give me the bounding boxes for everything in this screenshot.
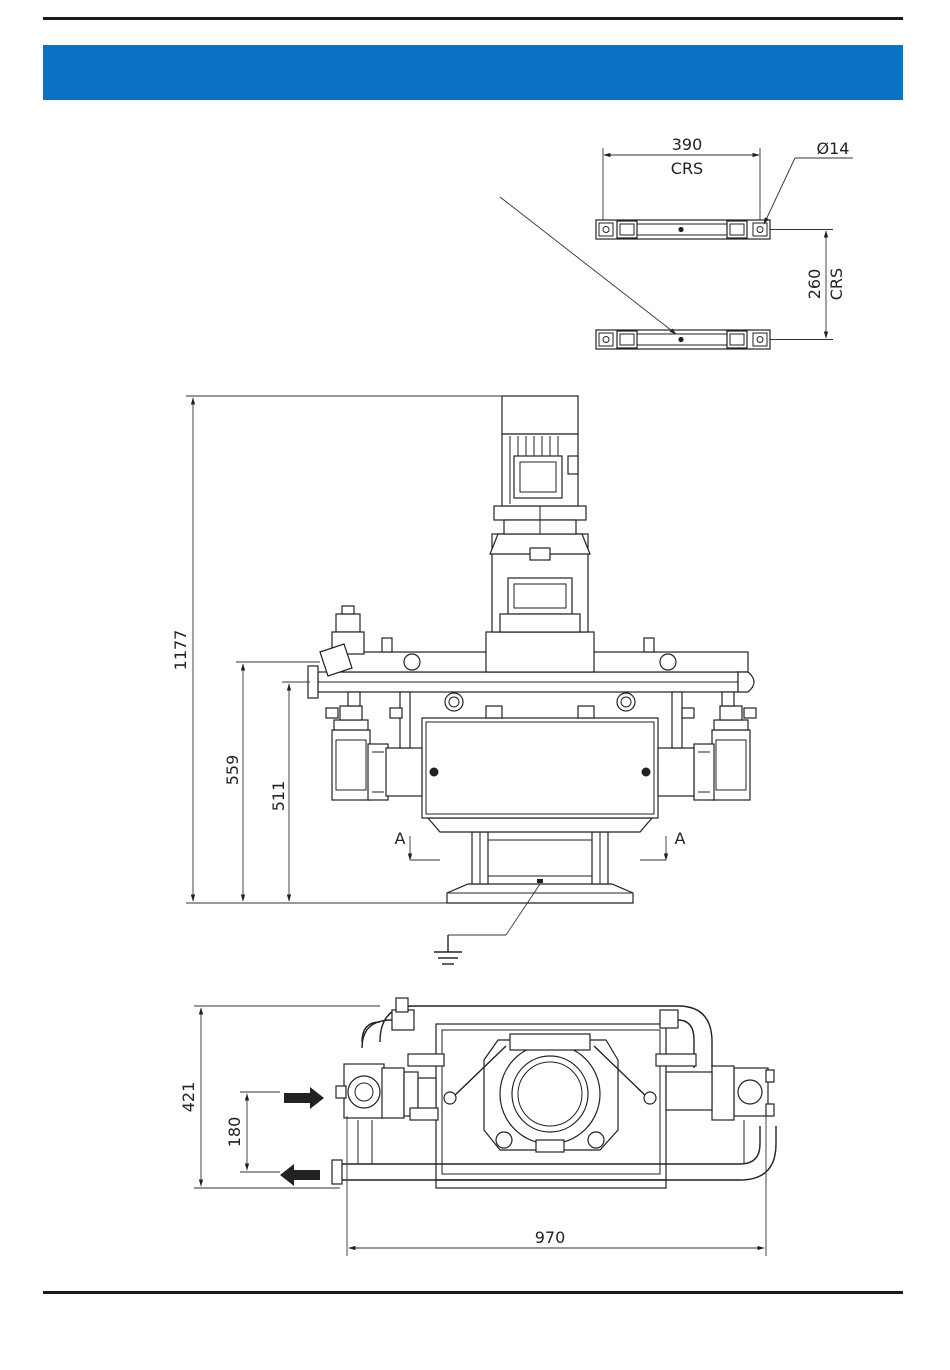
motor-flange — [494, 506, 586, 534]
gearbox — [486, 532, 594, 672]
foot-width-value: 390 — [672, 135, 703, 154]
left-valve-cluster — [336, 1054, 444, 1120]
right-valve-cluster — [656, 1054, 774, 1120]
foot-plan-view: 390 CRS Ø14 260 CRS — [500, 135, 853, 349]
outlet-arrow-icon — [280, 1164, 320, 1186]
hole-diameter-label: Ø14 — [817, 139, 850, 158]
section-marker-left: A — [395, 829, 406, 848]
inlet-height-value: 559 — [223, 755, 242, 786]
top-view: 421 180 970 — [179, 998, 776, 1256]
section-a-markers: A A — [395, 829, 686, 860]
overall-height-value: 1177 — [171, 630, 190, 671]
outlet-height-value: 511 — [269, 781, 288, 812]
front-view: A A 1177 559 511 — [171, 396, 756, 964]
top-depth-value: 421 — [179, 1082, 198, 1113]
inlet-arrow-icon — [284, 1087, 324, 1109]
electric-motor — [502, 396, 578, 506]
foot-rail-upper — [596, 220, 770, 239]
section-marker-right: A — [675, 829, 686, 848]
foot-leader-line — [500, 197, 676, 334]
stand — [472, 832, 608, 884]
pump-cone — [428, 818, 652, 832]
foot-rail-lower — [596, 330, 770, 349]
foot-depth-value: 260 — [805, 269, 824, 300]
port-spacing-value: 180 — [225, 1117, 244, 1148]
foot-width-note: CRS — [671, 159, 703, 178]
hole-leader-line — [764, 158, 795, 224]
foot-depth-note: CRS — [827, 268, 846, 300]
pump-housing — [422, 718, 658, 818]
top-width-value: 970 — [535, 1228, 566, 1247]
